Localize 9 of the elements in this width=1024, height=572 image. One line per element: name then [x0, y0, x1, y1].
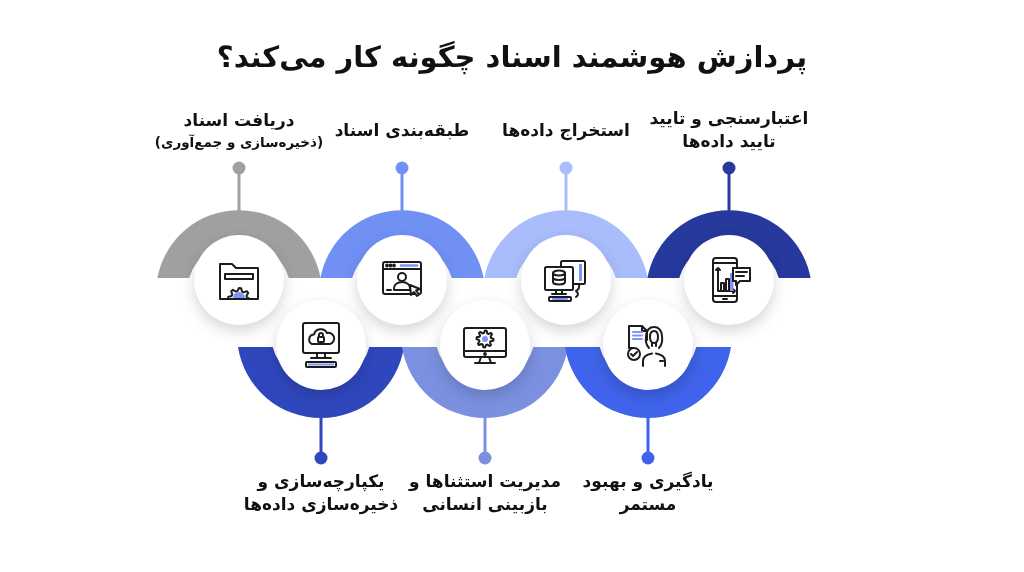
- title: پردازش هوشمند اسناد چگونه کار می‌کند؟: [216, 40, 808, 74]
- step-subtitle: (ذخیره‌سازی و جمع‌آوری): [154, 132, 324, 152]
- step-title: مدیریت استثناها و بازبینی انسانی: [407, 470, 562, 516]
- step-title: استخراج داده‌ها: [502, 118, 630, 142]
- step-title: یکپارچه‌سازی و ذخیره‌سازی داده‌ها: [242, 470, 400, 516]
- step-title: یادگیری و بهبود مستمر: [581, 470, 715, 516]
- step-title: دریافت اسناد: [183, 108, 295, 132]
- step-title: طبقه‌بندی اسناد: [334, 118, 470, 142]
- step-title: اعتبارسنجی و تایید تایید داده‌ها: [648, 107, 810, 153]
